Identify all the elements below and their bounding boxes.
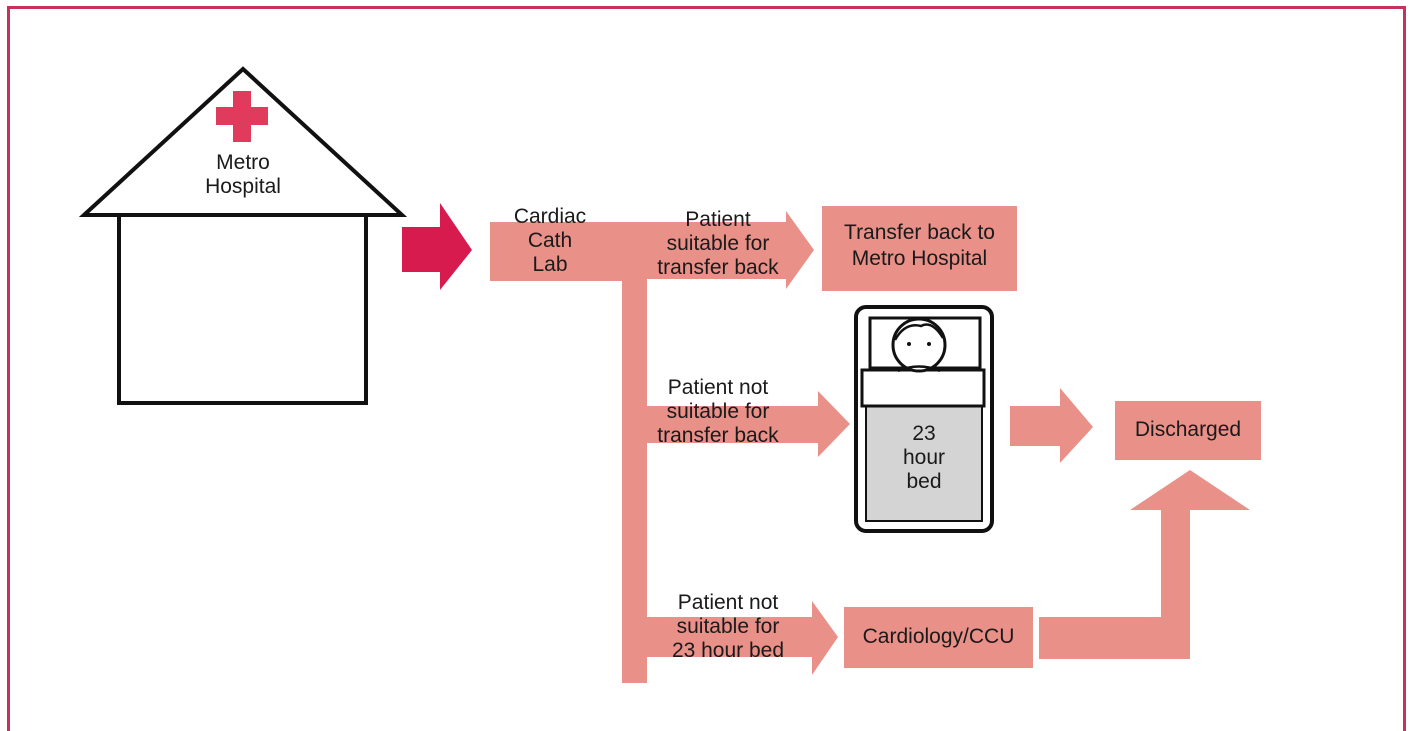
arrow-to-transfer <box>620 211 814 289</box>
cardiology-label: Cardiology/CCU <box>862 625 1015 648</box>
cardiology-box <box>844 607 1033 668</box>
vertical-trunk <box>622 270 647 683</box>
entry-arrow <box>402 203 472 290</box>
arrow-to-cardiology <box>640 601 838 675</box>
cath-lab-label: Cardiac Cath Lab <box>513 205 587 276</box>
condition-not-suitable-transfer: Patient not suitable for transfer back <box>657 376 779 447</box>
flow-arrows <box>490 206 1261 683</box>
condition-suitable: Patient suitable for transfer back <box>657 208 779 279</box>
hospital-label: Metro Hospital <box>205 151 281 198</box>
discharged-box <box>1115 401 1261 460</box>
discharged-label: Discharged <box>1134 418 1242 441</box>
arrow-bed-to-discharged <box>1010 388 1093 463</box>
arrow-to-bed <box>640 391 850 457</box>
transfer-back-box <box>822 206 1017 291</box>
bed-label: 23 hour bed <box>902 422 946 493</box>
cath-lab-box <box>490 222 640 281</box>
transfer-back-label: Transfer back to Metro Hospital <box>844 221 995 270</box>
arrow-cardiology-to-discharged <box>1039 470 1250 659</box>
red-cross-icon <box>216 91 268 142</box>
diagram-frame <box>7 6 1406 731</box>
condition-not-suitable-bed: Patient not suitable for 23 hour bed <box>671 591 785 662</box>
patient-face-icon <box>891 317 947 373</box>
hospital-bed-icon <box>854 305 994 533</box>
